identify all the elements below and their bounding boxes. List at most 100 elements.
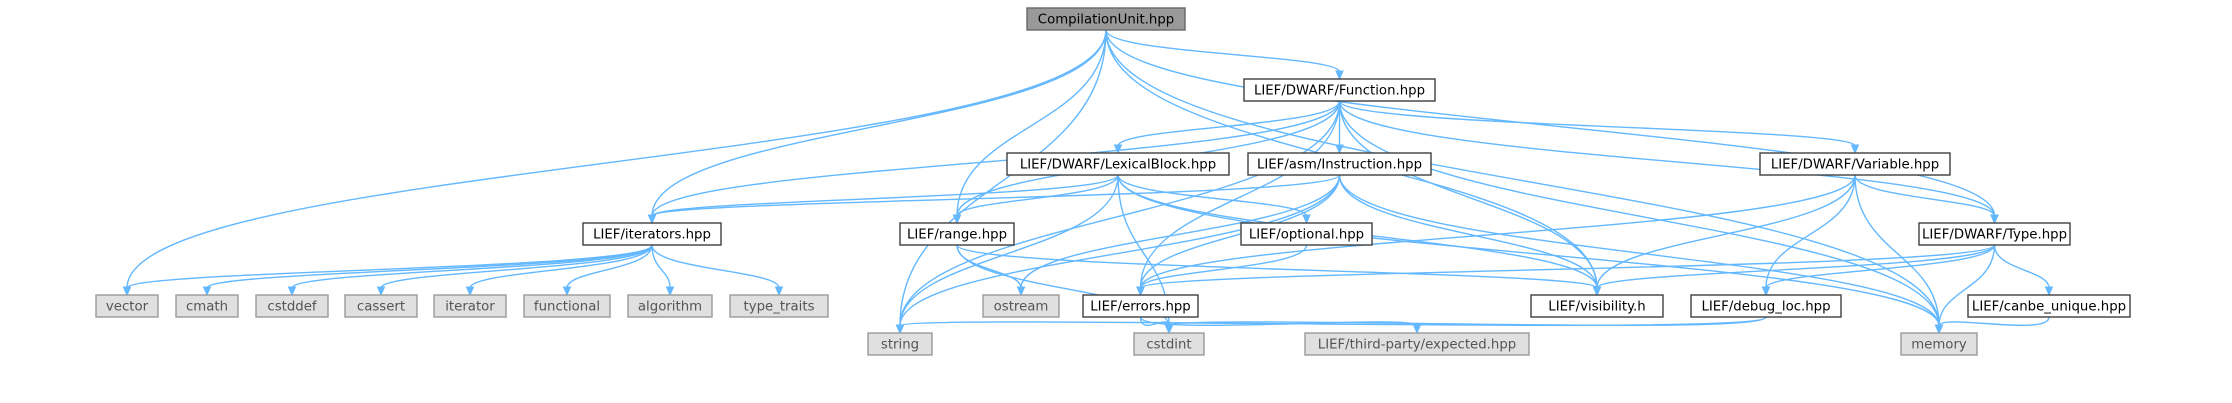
edge-line bbox=[899, 174, 1341, 327]
node-cmath: cmath bbox=[175, 294, 239, 318]
edge-line bbox=[1338, 100, 1598, 289]
node-algorithm: algorithm bbox=[627, 294, 713, 318]
edge-line bbox=[1854, 174, 1940, 327]
node-label: iterator bbox=[445, 300, 495, 315]
node-box bbox=[1133, 332, 1205, 356]
node-variable[interactable]: LIEF/DWARF/Variable.hpp bbox=[1759, 152, 1951, 176]
node-label: LIEF/canbe_unique.hpp bbox=[1972, 300, 2126, 315]
node-label: CompilationUnit.hpp bbox=[1038, 13, 1174, 28]
node-label: LIEF/errors.hpp bbox=[1090, 300, 1191, 315]
edge-line bbox=[1117, 174, 1940, 327]
node-box bbox=[433, 294, 507, 318]
node-label: cassert bbox=[357, 300, 405, 315]
node-canbe[interactable]: LIEF/canbe_unique.hpp bbox=[1967, 294, 2131, 318]
node-functional: functional bbox=[523, 294, 611, 318]
edge-line bbox=[1993, 244, 2050, 289]
edge-arrowhead bbox=[1592, 286, 1602, 297]
edge-arrowhead bbox=[2044, 286, 2054, 297]
node-box bbox=[899, 222, 1015, 246]
node-box bbox=[344, 294, 418, 318]
node-visibility[interactable]: LIEF/visibility.h bbox=[1530, 294, 1664, 318]
node-label: cstdint bbox=[1146, 338, 1191, 353]
edge-type-to-errors bbox=[1136, 244, 1996, 297]
edge-line bbox=[1338, 100, 1996, 217]
edge-iterators-to-cassert bbox=[376, 244, 653, 297]
node-box bbox=[1243, 78, 1436, 102]
node-box bbox=[729, 294, 829, 318]
edge-arrowhead bbox=[1113, 144, 1123, 155]
node-errors[interactable]: LIEF/errors.hpp bbox=[1082, 294, 1199, 318]
node-type_traits: type_traits bbox=[729, 294, 829, 318]
node-debugloc[interactable]: LIEF/debug_loc.hpp bbox=[1690, 294, 1842, 318]
edge-line bbox=[899, 29, 1107, 327]
edge-line bbox=[1139, 100, 1341, 289]
node-box bbox=[1247, 152, 1432, 176]
node-cu[interactable]: CompilationUnit.hpp bbox=[1026, 7, 1186, 31]
node-lexical[interactable]: LIEF/DWARF/LexicalBlock.hpp bbox=[1006, 152, 1230, 176]
graph-nodes: CompilationUnit.hppLIEF/DWARF/Function.h… bbox=[95, 7, 2131, 356]
node-box bbox=[1006, 152, 1230, 176]
node-box bbox=[982, 294, 1060, 318]
edge-line bbox=[1338, 100, 1856, 147]
node-box bbox=[1690, 294, 1842, 318]
edge-arrowhead bbox=[895, 324, 905, 335]
edge-instr-to-iterators bbox=[647, 174, 1341, 225]
edge-iterators-to-cmath bbox=[202, 244, 653, 297]
edge-arrowhead bbox=[202, 286, 212, 297]
edge-func-to-lexical bbox=[1113, 100, 1341, 155]
node-cassert: cassert bbox=[344, 294, 418, 318]
node-memory: memory bbox=[1900, 332, 1978, 356]
edge-line bbox=[651, 174, 1119, 217]
edge-line bbox=[651, 100, 1341, 217]
graph-edges bbox=[122, 29, 2054, 335]
node-expected: LIEF/third-party/expected.hpp bbox=[1304, 332, 1530, 356]
edge-type-to-visibility bbox=[1592, 244, 1996, 297]
edge-line bbox=[1020, 174, 1341, 289]
edge-line bbox=[1139, 174, 1341, 289]
node-optional[interactable]: LIEF/optional.hpp bbox=[1240, 222, 1373, 246]
node-box bbox=[627, 294, 713, 318]
edge-line bbox=[1938, 316, 2050, 327]
edge-line bbox=[380, 244, 653, 289]
node-box bbox=[1530, 294, 1664, 318]
node-box bbox=[1082, 294, 1199, 318]
edge-line bbox=[469, 244, 653, 289]
node-label: LIEF/optional.hpp bbox=[1249, 228, 1364, 243]
edge-arrowhead bbox=[774, 286, 784, 297]
edge-line bbox=[1938, 244, 1996, 327]
node-label: LIEF/range.hpp bbox=[907, 228, 1007, 243]
node-vector: vector bbox=[95, 294, 159, 318]
node-label: LIEF/DWARF/Type.hpp bbox=[1922, 228, 2067, 243]
node-box bbox=[867, 332, 933, 356]
edge-line bbox=[956, 29, 1107, 217]
edge-iterators-to-type_traits bbox=[651, 244, 784, 297]
node-instr[interactable]: LIEF/asm/Instruction.hpp bbox=[1247, 152, 1432, 176]
edge-line bbox=[899, 100, 1341, 327]
edge-iterators-to-functional bbox=[562, 244, 653, 297]
node-box bbox=[1900, 332, 1978, 356]
edge-type-to-debugloc bbox=[1761, 244, 1996, 297]
node-box bbox=[95, 294, 159, 318]
edge-line bbox=[1168, 316, 1767, 327]
node-type[interactable]: LIEF/DWARF/Type.hpp bbox=[1918, 222, 2071, 246]
edge-line bbox=[1596, 174, 1856, 289]
node-string: string bbox=[867, 332, 933, 356]
edge-arrowhead bbox=[1016, 286, 1026, 297]
node-label: LIEF/DWARF/LexicalBlock.hpp bbox=[1020, 158, 1216, 173]
edge-line bbox=[1338, 100, 1940, 327]
edge-line bbox=[651, 244, 780, 289]
node-label: LIEF/iterators.hpp bbox=[593, 228, 711, 243]
node-cstddef: cstddef bbox=[255, 294, 329, 318]
edge-arrowhead bbox=[465, 286, 475, 297]
node-iterators[interactable]: LIEF/iterators.hpp bbox=[582, 222, 722, 246]
node-func[interactable]: LIEF/DWARF/Function.hpp bbox=[1243, 78, 1436, 102]
edge-line bbox=[566, 244, 653, 289]
edge-line bbox=[956, 174, 1119, 217]
node-range[interactable]: LIEF/range.hpp bbox=[899, 222, 1015, 246]
edge-arrowhead bbox=[665, 286, 675, 297]
node-box bbox=[523, 294, 611, 318]
edge-cu-to-type bbox=[1105, 29, 1999, 225]
edge-line bbox=[291, 244, 653, 289]
edge-line bbox=[651, 244, 671, 289]
node-label: cmath bbox=[186, 300, 228, 315]
